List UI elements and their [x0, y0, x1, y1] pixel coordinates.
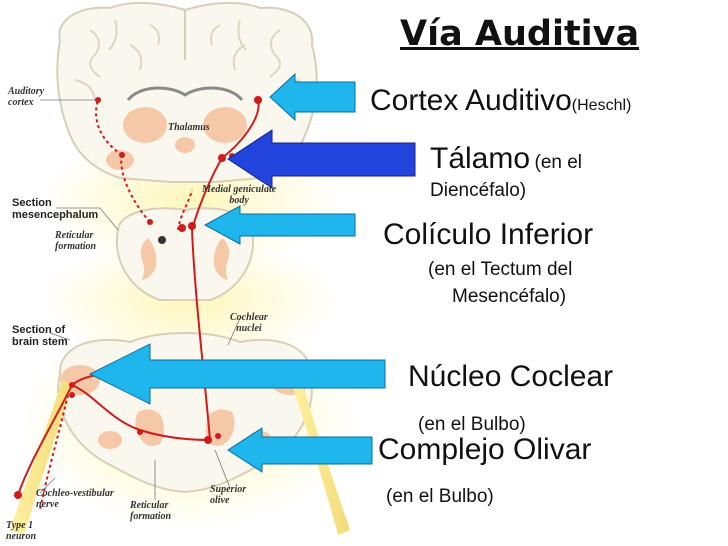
label-nucleo-coclear: Núcleo Coclear	[408, 360, 614, 393]
label-complejo-olivar: Complejo Olivar	[378, 433, 592, 466]
cortex-sub-text: (Heschl)	[571, 97, 632, 114]
arrow-cochlear-nucleus	[88, 343, 386, 405]
arrow-colliculus	[203, 205, 356, 245]
coliculo-sub-text-2: Mesencéfalo)	[452, 286, 567, 307]
label-talamo: Tálamo (en el	[430, 142, 582, 176]
talamo-sub-text-2: Diencéfalo)	[430, 180, 527, 201]
cortex-main-text: Cortex Auditivo	[370, 84, 572, 117]
leader-lines	[39, 99, 241, 500]
arrow-olivary-complex	[227, 427, 373, 473]
complejo-sub-text: (en el Bulbo)	[386, 486, 494, 507]
arrow-thalamus	[227, 129, 416, 189]
page-title: Vía Auditiva	[400, 14, 640, 54]
label-cortex-auditivo: Cortex Auditivo(Heschl)	[370, 84, 631, 118]
talamo-sub-text-1: (en el	[534, 152, 583, 173]
arrow-cortex	[269, 72, 356, 122]
label-coliculo-inferior: Colículo Inferior	[383, 218, 594, 251]
nucleo-sub-text: (en el Bulbo)	[418, 414, 526, 435]
coliculo-sub-text-1: (en el Tectum del	[428, 259, 573, 280]
label-thalamus: Thalamus	[168, 122, 210, 133]
talamo-main-text: Tálamo	[430, 142, 531, 175]
